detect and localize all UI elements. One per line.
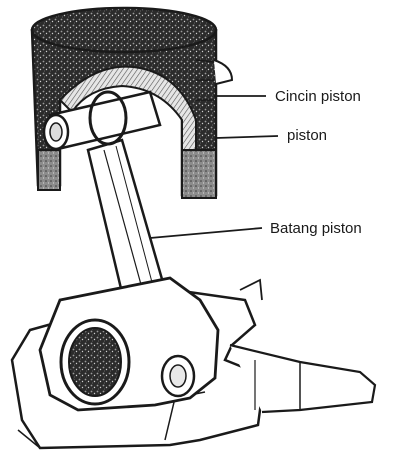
label-piston-ring: Cincin piston: [275, 89, 361, 104]
leader-line-connecting-rod: [150, 228, 262, 238]
piston-ring: [214, 60, 232, 84]
label-connecting-rod: Batang piston: [270, 221, 362, 236]
label-piston: piston: [287, 128, 327, 143]
leader-line-piston: [216, 136, 278, 138]
